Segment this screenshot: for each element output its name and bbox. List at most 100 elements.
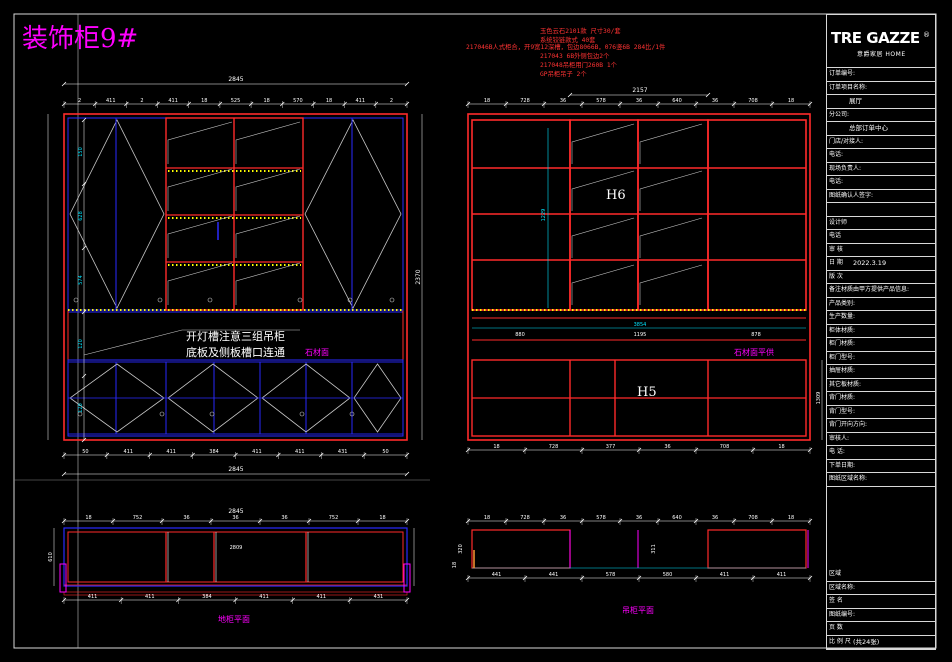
row-key: 电话: <box>829 178 844 185</box>
note-4: 217043 6B外侧包边2个 <box>540 51 610 60</box>
glass-door <box>571 170 635 211</box>
dim-text: 120 <box>78 403 84 413</box>
knob <box>389 297 395 303</box>
row-key: 页 数 <box>829 624 843 631</box>
row-key: 产品类别: <box>829 299 856 307</box>
plan-base <box>63 591 408 596</box>
row-key: 审 核 <box>829 245 843 253</box>
knob <box>349 411 355 417</box>
title-block-row: 分公司: <box>827 109 935 122</box>
title-block-row: 柜门材质: <box>827 338 935 352</box>
dim-text: 384 <box>202 594 212 600</box>
row-key: 图纸区域名称: <box>829 475 868 482</box>
knob <box>209 411 215 417</box>
dim-text: 411 <box>168 98 178 104</box>
dim-tick <box>81 181 87 187</box>
row-key: 日 期 <box>829 259 843 266</box>
row-key: 其它板材质: <box>829 380 862 388</box>
dim-text: 610 <box>48 552 54 562</box>
row-value: 总部订单中心 <box>849 124 888 132</box>
row-key: 分公司: <box>829 110 850 118</box>
row-key: 版 次 <box>829 272 843 280</box>
dim-text: 441 <box>549 572 559 578</box>
dim-text: 431 <box>338 449 348 455</box>
row-key: 电话: <box>829 151 844 158</box>
note-1: 玉色云石2101款 尺寸30/套 <box>540 26 621 35</box>
dim-text: 728 <box>549 444 559 450</box>
title-block-row: 电 话: <box>827 446 935 460</box>
title-block-row: 图纸区域名称: <box>827 473 935 487</box>
dim-text: 1309 <box>816 392 822 405</box>
row-key: 生产数量: <box>829 313 856 320</box>
dim-text: 411 <box>316 594 326 600</box>
title-block-rows: 订单编号:订单项目名称:展厅分公司:总部订单中心门店/对接人:电话:现场负责人:… <box>827 68 935 487</box>
knob <box>207 297 213 303</box>
title-block-row: 图纸编号: <box>827 609 935 622</box>
row-value: (共24张) <box>853 637 880 646</box>
title-block-row: 签 名 <box>827 595 935 609</box>
title-block-row: 门店/对接人: <box>827 136 935 149</box>
dim-text: 36 <box>664 444 670 450</box>
glass-door <box>167 215 233 258</box>
plan-inner <box>67 531 404 583</box>
title-block-row: 其它板材质: <box>827 379 935 392</box>
dim-text: 50 <box>382 449 388 455</box>
row-key: 设计师 <box>829 218 848 226</box>
dim-text: 36 <box>183 515 189 521</box>
note-5: 217048吊柜用门260B 1个 <box>540 60 618 69</box>
knob <box>157 297 163 303</box>
title-block-bottom: 区域区域名称:签 名图纸编号:页 数比 例 尺(共24张) <box>827 568 935 649</box>
title-block-row: 下单日期: <box>827 460 935 473</box>
dim-text: 578 <box>606 572 616 578</box>
registered-icon: ® <box>923 31 930 39</box>
dim-text: 580 <box>663 572 673 578</box>
cabinet-outline <box>467 113 811 441</box>
row-key: 备注材质由甲方提供产品信息: <box>829 286 910 293</box>
glass-door <box>571 123 635 164</box>
dim-text: 708 <box>748 515 758 521</box>
dim-text: 384 <box>209 449 219 455</box>
title-block-row: 订单项目名称: <box>827 82 935 95</box>
stone-label-left: 石材面 <box>305 347 329 357</box>
row-value: 展厅 <box>849 97 862 105</box>
dim-text: 18 <box>788 98 794 104</box>
dim-text: 640 <box>672 98 682 104</box>
door-swing <box>69 363 165 433</box>
dim-text: 50 <box>82 449 88 455</box>
row-key: 抽屉材质: <box>829 367 856 374</box>
dim-text: 411 <box>88 594 98 600</box>
title-block-row: 柜门型号: <box>827 352 935 365</box>
glass-door <box>167 262 233 305</box>
title-block-row: 电话 <box>827 230 935 244</box>
dim-text: 411 <box>106 98 116 104</box>
knob <box>299 411 305 417</box>
drawing-border <box>13 13 937 649</box>
title-block-row: 抽屉材质: <box>827 365 935 379</box>
brand-name: TRE GAZZE <box>831 29 920 47</box>
door-swing <box>167 363 259 433</box>
row-key: 柜门材质: <box>829 340 856 347</box>
dim-text: 18 <box>493 444 499 450</box>
dim-text: 2 <box>140 98 143 104</box>
dim-text: 36 <box>560 515 566 521</box>
dim-text: 2 <box>390 98 393 104</box>
dim-text: 752 <box>329 515 339 521</box>
upper-bay <box>471 119 571 311</box>
title-block: TRE GAZZE ® 意爵家居 HOME 订单编号:订单项目名称:展厅分公司:… <box>826 14 936 650</box>
row-key: 签 名 <box>829 597 843 604</box>
dim-text: 411 <box>124 449 134 455</box>
plan-end <box>59 563 67 593</box>
dim-text: 878 <box>751 332 761 338</box>
row-key: 图纸确认人签字: <box>829 191 874 199</box>
title-block-row: 背门开向方向: <box>827 419 935 433</box>
dim-text: 36 <box>281 515 287 521</box>
dim-tick <box>81 117 87 123</box>
dim-text: 150 <box>78 147 84 157</box>
dim-text: 628 <box>78 211 84 221</box>
title-block-row: 展厅 <box>827 95 935 109</box>
dim-text: 18 <box>85 515 91 521</box>
glass-door <box>639 123 703 164</box>
plan-left-label: 地柜平面 <box>218 614 250 624</box>
upper-door-right <box>302 117 404 311</box>
row-key: 柜体材质: <box>829 326 856 334</box>
